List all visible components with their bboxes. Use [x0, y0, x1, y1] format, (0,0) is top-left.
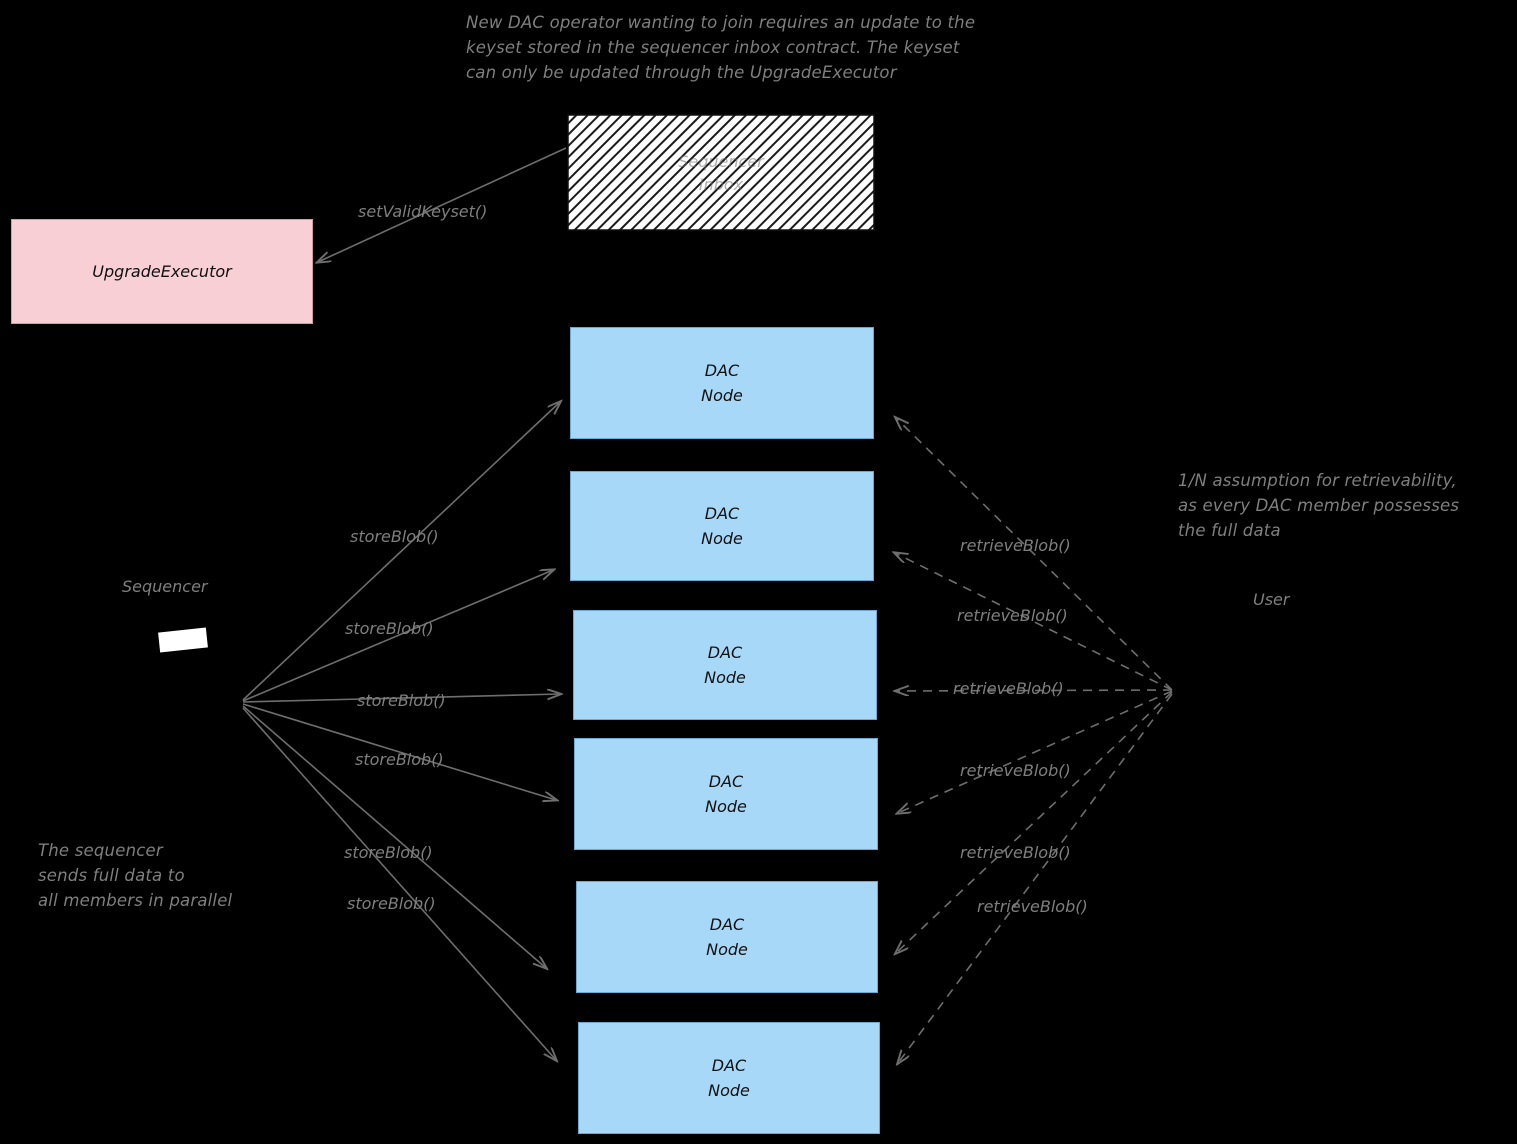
user-label: User [1253, 590, 1290, 609]
dac-node-label-line2: Node [704, 668, 746, 687]
edge-label-store-blob-5: storeBlob() [344, 843, 433, 862]
edge-label-retrieve-blob-5: retrieveBlob() [960, 843, 1071, 862]
edge-retrieve-blob-4 [898, 690, 1173, 813]
dac-node-label-line2: Node [701, 529, 743, 548]
sequencer-inbox-node[interactable]: Sequencer Inbox [568, 115, 874, 230]
upgrade-executor-node[interactable]: UpgradeExecutor [11, 219, 313, 324]
dac-node-label-line1: DAC [711, 1056, 747, 1075]
dac-node-label-line2: Node [706, 940, 748, 959]
dac-node-3[interactable]: DAC Node [573, 610, 877, 720]
edge-label-retrieve-blob-6: retrieveBlob() [977, 897, 1088, 916]
sequencer-inbox-label-line2: Inbox [698, 174, 744, 194]
dac-node-5[interactable]: DAC Node [576, 881, 878, 993]
note-retrievability: 1/N assumption for retrievability, as ev… [1178, 471, 1460, 540]
sequencer-label: Sequencer [122, 577, 208, 596]
edge-label-retrieve-blob-1: retrieveBlob() [960, 536, 1071, 555]
dac-node-4[interactable]: DAC Node [574, 738, 878, 850]
dac-node-label-line1: DAC [709, 915, 745, 934]
edge-label-retrieve-blob-3: retrieveBlob() [953, 679, 1064, 698]
dac-node-label-line2: Node [701, 386, 743, 405]
dac-node-label-line2: Node [708, 1081, 750, 1100]
dac-node-label-line1: DAC [708, 772, 744, 791]
edge-retrieve-blob-6 [898, 693, 1173, 1063]
dac-node-label-line1: DAC [707, 643, 743, 662]
edge-store-blob-5 [242, 705, 546, 968]
upgrade-executor-label: UpgradeExecutor [92, 262, 232, 281]
dac-node-6[interactable]: DAC Node [578, 1022, 880, 1134]
edge-label-store-blob-2: storeBlob() [345, 619, 434, 638]
dac-node-2[interactable]: DAC Node [570, 471, 874, 581]
sequencer-icon [158, 627, 208, 653]
note-keyset: New DAC operator wanting to join require… [466, 13, 976, 82]
edge-label-store-blob-1: storeBlob() [350, 527, 439, 546]
note-sequencer-parallel: The sequencer sends full data to all mem… [38, 841, 233, 910]
dac-node-1[interactable]: DAC Node [570, 327, 874, 439]
edge-label-store-blob-4: storeBlob() [355, 750, 444, 769]
edge-label-set-valid-keyset: setValidKeyset() [358, 202, 488, 221]
edge-store-blob-1 [242, 402, 560, 701]
sequencer-inbox-label-line1: Sequencer [678, 151, 764, 171]
edge-label-retrieve-blob-2: retrieveBlob() [957, 606, 1068, 625]
edge-label-store-blob-3: storeBlob() [357, 691, 446, 710]
edge-label-store-blob-6: storeBlob() [347, 894, 436, 913]
dac-node-label-line1: DAC [704, 504, 740, 523]
dac-node-label-line1: DAC [704, 361, 740, 380]
edge-label-retrieve-blob-4: retrieveBlob() [960, 761, 1071, 780]
dac-node-label-line2: Node [705, 797, 747, 816]
